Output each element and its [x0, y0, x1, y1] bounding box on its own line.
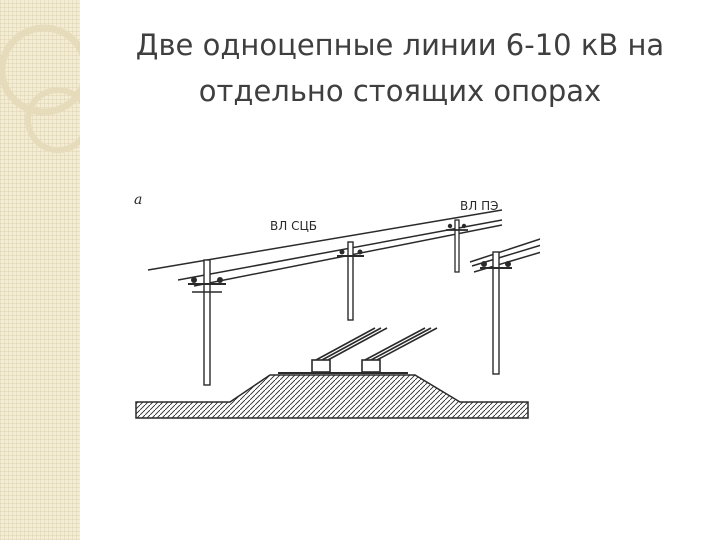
slide-title: Две одноцепные линии 6-10 кВ на отдельно… [80, 22, 720, 114]
label-right-line: ВЛ ПЭ [460, 199, 498, 213]
decorative-side-strip [0, 0, 80, 540]
ground-embankment [135, 374, 529, 419]
pole-left-rear [446, 219, 468, 273]
railway-tracks [311, 327, 438, 373]
pole-left-front [188, 259, 226, 386]
pole-left-middle [337, 241, 364, 321]
pole-right-front [480, 251, 512, 375]
panel-label: а [134, 192, 142, 208]
diagram-drawing: а ВЛ СЦБ ВЛ ПЭ [134, 189, 691, 419]
left-line-wires [147, 209, 503, 287]
ring-ornament-icon [0, 24, 80, 153]
slide-title-line-1: Две одноцепные линии 6-10 кВ на [135, 28, 665, 62]
slide-title-line-2: отдельно стоящих опорах [198, 74, 602, 108]
label-left-line: ВЛ СЦБ [270, 219, 317, 233]
overhead-lines-diagram: а ВЛ СЦБ ВЛ ПЭ [130, 180, 691, 434]
